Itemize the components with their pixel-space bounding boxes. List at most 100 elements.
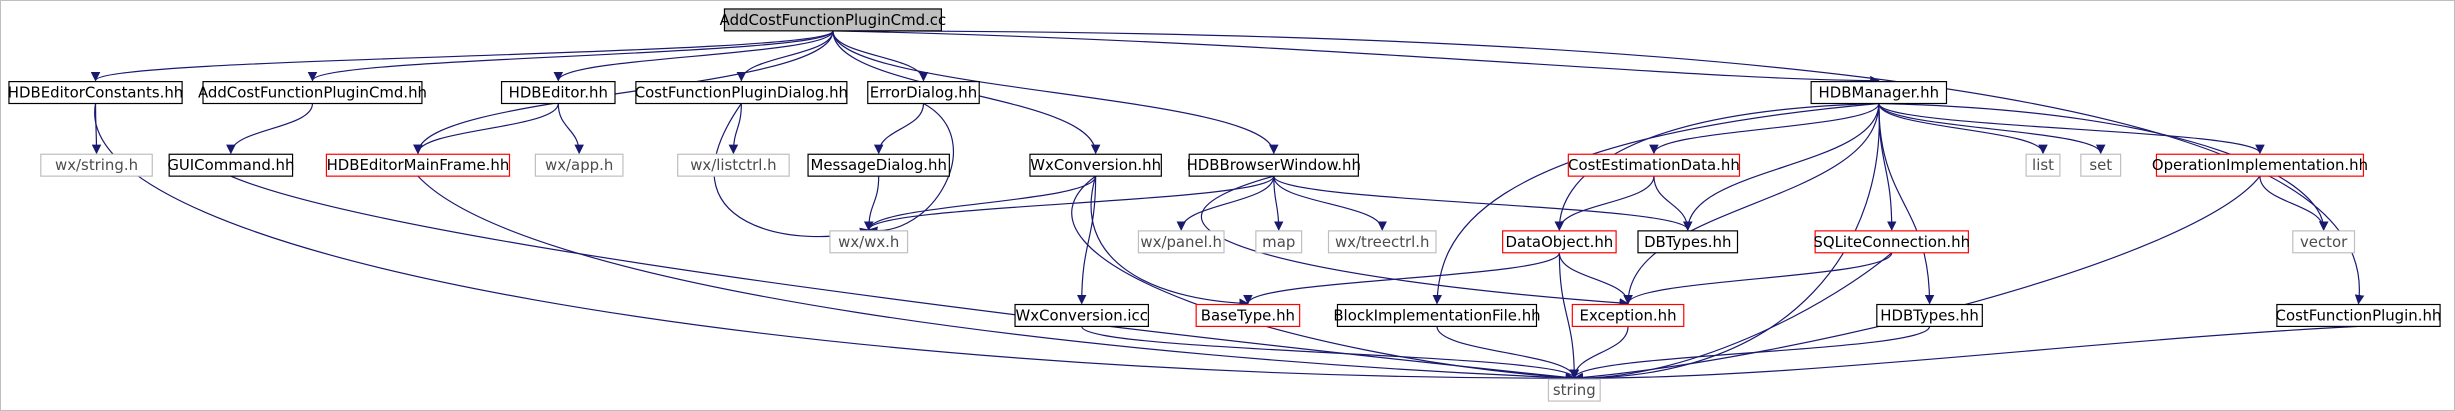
- edge-hdbmanager-to-dataobject: [1554, 102, 1879, 231]
- node-label: HDBTypes.hh: [1880, 306, 1979, 324]
- edge-root-to-addcostfunctionplugincmd: [307, 30, 834, 82]
- node-label: CostFunctionPlugin.hh: [2276, 306, 2442, 324]
- node-label: DBTypes.hh: [1644, 233, 1731, 251]
- edge-dataobject-to-basetype: [1243, 252, 1560, 305]
- edge-costestimationdata-to-dataobject: [1554, 176, 1655, 231]
- node-map: map: [1255, 230, 1303, 254]
- node-label: AddCostFunctionPluginCmd.hh: [198, 84, 427, 102]
- node-hdbeditormainframe[interactable]: HDBEditorMainFrame.hh: [325, 153, 511, 177]
- edge-operationimplementation-to-string: [1573, 175, 2261, 383]
- edge-hdbmanager-to-dbtypes: [1682, 103, 1880, 231]
- edge-root-to-hdbmanager: [832, 30, 1880, 86]
- node-box: [8, 81, 183, 105]
- node-box: [1029, 153, 1162, 177]
- edge-hdbeditor-to-wxapp: [557, 103, 584, 155]
- node-wxconversionicc[interactable]: WxConversion.icc: [1014, 303, 1149, 328]
- edge-hdbmanager-to-list: [1878, 103, 2048, 155]
- node-box: [867, 81, 980, 105]
- node-exception[interactable]: Exception.hh: [1571, 303, 1685, 328]
- edge-exception-to-string: [1569, 326, 1629, 380]
- edge-hdbtypes-to-string: [1569, 326, 1931, 380]
- node-label: ErrorDialog.hh: [870, 84, 977, 102]
- node-box: [1137, 230, 1225, 254]
- edge-hdbeditorconstants-to-wxstring: [91, 103, 102, 155]
- edge-root-to-costfunctionplugindialog: [736, 30, 834, 82]
- node-basetype[interactable]: BaseType.hh: [1195, 303, 1301, 328]
- edge-hdbbrowserwindow-to-wxtreectrl: [1273, 176, 1387, 231]
- node-hdbbrowserwindow[interactable]: HDBBrowserWindow.hh: [1187, 153, 1361, 177]
- node-box: [1547, 378, 1601, 402]
- node-label: wx/string.h: [55, 156, 138, 174]
- node-box: [723, 8, 942, 32]
- edge-hdbbrowserwindow-to-dbtypes: [1273, 175, 1693, 231]
- node-label: GUICommand.hh: [167, 156, 294, 174]
- node-hdbeditorconstants[interactable]: HDBEditorConstants.hh: [8, 81, 183, 105]
- node-costfunctionplugindialog[interactable]: CostFunctionPluginDialog.hh: [635, 81, 848, 105]
- node-root[interactable]: AddCostFunctionPluginCmd.cc: [720, 8, 947, 32]
- node-box: [534, 153, 624, 177]
- node-box: [2276, 303, 2441, 328]
- edge-root-to-hdbeditorconstants: [91, 30, 834, 82]
- node-box: [1255, 230, 1303, 254]
- node-label: BaseType.hh: [1201, 306, 1295, 324]
- edge-wxconversion-to-wxwx: [864, 175, 1097, 231]
- node-wxconversion[interactable]: WxConversion.hh: [1029, 153, 1162, 177]
- node-dbtypes[interactable]: DBTypes.hh: [1637, 230, 1739, 254]
- node-box: [40, 153, 153, 177]
- node-box: [635, 81, 848, 105]
- node-box: [677, 153, 790, 177]
- node-costfunctionplugin[interactable]: CostFunctionPlugin.hh: [2276, 303, 2442, 328]
- edge-dataobject-to-exception: [1558, 252, 1633, 305]
- node-errordialog[interactable]: ErrorDialog.hh: [867, 81, 980, 105]
- node-box: [807, 153, 950, 177]
- edge-guicommand-to-string: [230, 175, 1576, 383]
- node-box: [1195, 303, 1301, 328]
- node-sqliteconnection[interactable]: SQLiteConnection.hh: [1813, 230, 1970, 254]
- node-set: set: [2080, 153, 2122, 177]
- node-box: [1571, 303, 1685, 328]
- node-label: map: [1262, 233, 1295, 251]
- node-addcostfunctionplugincmd[interactable]: AddCostFunctionPluginCmd.hh: [198, 81, 427, 105]
- node-messagedialog[interactable]: MessageDialog.hh: [807, 153, 950, 177]
- node-blockimplementationfile[interactable]: BlockImplementationFile.hh: [1333, 303, 1541, 328]
- node-label: string: [1553, 381, 1596, 399]
- node-wxtreectrl: wx/treectrl.h: [1327, 230, 1437, 254]
- node-label: CostEstimationData.hh: [1568, 156, 1740, 174]
- node-box: [168, 153, 294, 177]
- node-label: BlockImplementationFile.hh: [1333, 306, 1540, 324]
- node-label: DataObject.hh: [1505, 233, 1613, 251]
- node-box: [325, 153, 511, 177]
- node-string: string: [1547, 378, 1601, 402]
- node-box: [2080, 153, 2122, 177]
- node-operationimplementation[interactable]: OperationImplementation.hh: [2152, 153, 2368, 177]
- node-box: [829, 230, 909, 254]
- node-box: [1502, 230, 1617, 254]
- edge-addcostfunctionplugincmd-to-guicommand: [226, 103, 314, 155]
- node-hdbeditor[interactable]: HDBEditor.hh: [500, 81, 616, 105]
- node-layer: AddCostFunctionPluginCmd.ccHDBEditorCons…: [8, 8, 2442, 402]
- edge-sqliteconnection-to-string: [1573, 252, 1893, 383]
- node-costestimationdata[interactable]: CostEstimationData.hh: [1567, 153, 1741, 177]
- node-box: [2025, 153, 2061, 177]
- node-wxpanel: wx/panel.h: [1137, 230, 1225, 254]
- node-label: WxConversion.hh: [1030, 156, 1161, 174]
- node-label: wx/wx.h: [838, 233, 899, 251]
- node-label: SQLiteConnection.hh: [1813, 233, 1970, 251]
- node-hdbtypes[interactable]: HDBTypes.hh: [1876, 303, 1983, 328]
- node-label: AddCostFunctionPluginCmd.cc: [720, 11, 947, 29]
- edge-hdbmanager-to-set: [1878, 103, 2106, 155]
- node-guicommand[interactable]: GUICommand.hh: [167, 153, 294, 177]
- edge-hdbeditor-to-hdbeditormainframe: [413, 103, 559, 155]
- node-vector: vector: [2292, 230, 2356, 254]
- node-dataobject[interactable]: DataObject.hh: [1502, 230, 1617, 254]
- node-box: [1810, 81, 1948, 105]
- edge-hdbbrowserwindow-to-wxpanel: [1176, 176, 1275, 231]
- node-box: [202, 81, 423, 105]
- edge-sqliteconnection-to-exception: [1623, 252, 1893, 305]
- node-hdbmanager[interactable]: HDBManager.hh: [1810, 81, 1948, 105]
- node-list: list: [2025, 153, 2061, 177]
- node-wxapp: wx/app.h: [534, 153, 624, 177]
- node-label: vector: [2300, 233, 2348, 251]
- edge-hdbmanager-to-sqliteconnection: [1878, 103, 1897, 231]
